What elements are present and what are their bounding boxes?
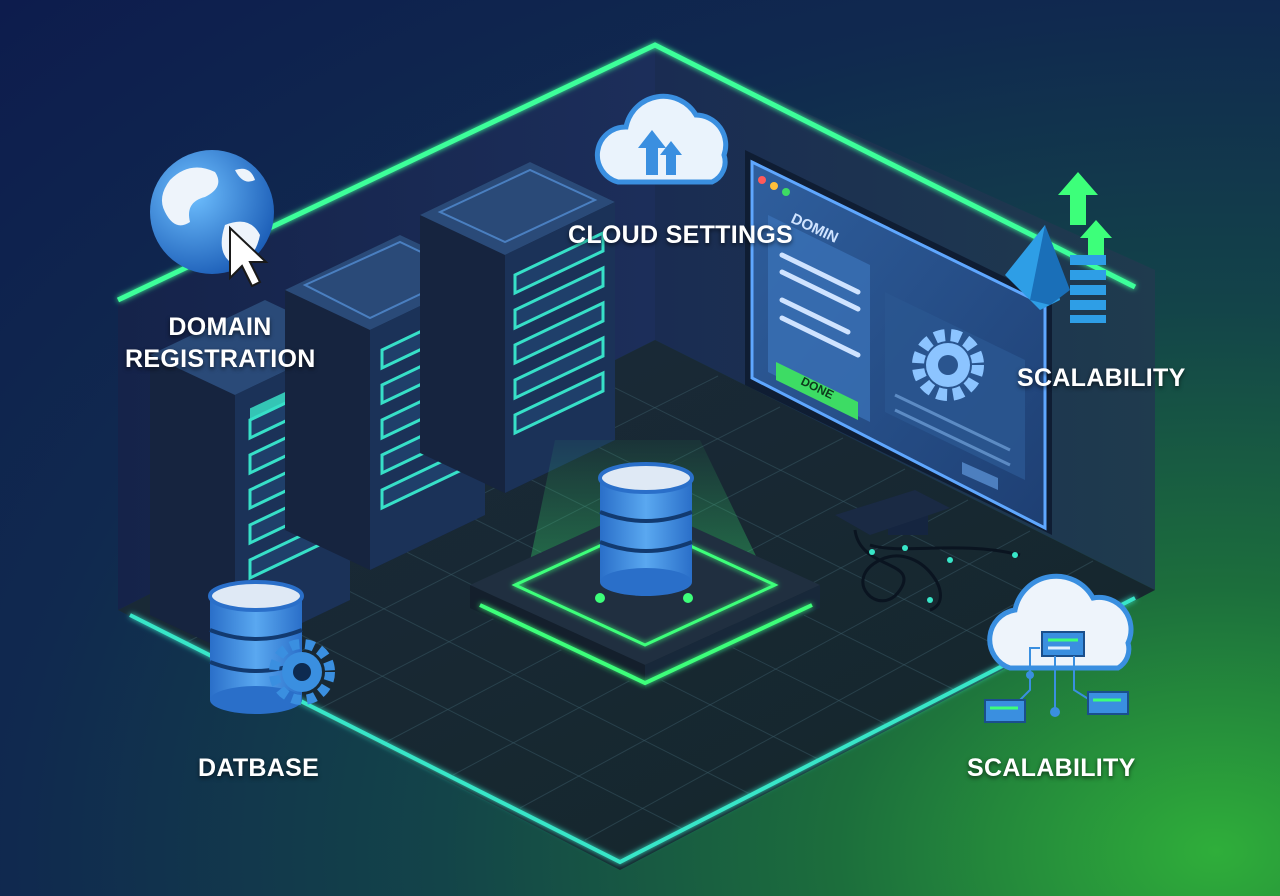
domain-registration-label: DOMAIN REGISTRATION bbox=[125, 311, 315, 375]
server-rack-3 bbox=[420, 162, 615, 493]
cloud-upload-icon bbox=[594, 93, 729, 185]
monitor bbox=[745, 150, 1052, 535]
scalability-label-top: SCALABILITY bbox=[1017, 364, 1186, 392]
database-label: DATBASE bbox=[198, 754, 320, 782]
cloud-settings-label: CLOUD SETTINGS bbox=[568, 221, 794, 249]
neon-outline-top bbox=[116, 42, 1137, 303]
scalability-label-bottom: SCALABILITY bbox=[967, 754, 1136, 782]
domain-label-line1: DOMAIN bbox=[168, 313, 272, 341]
window-close-dot[interactable] bbox=[758, 176, 766, 184]
cables bbox=[853, 529, 1021, 612]
gear-icon bbox=[912, 329, 984, 401]
central-database-icon bbox=[598, 462, 694, 596]
cloud-network-icon bbox=[984, 573, 1134, 723]
window-maximize-dot[interactable] bbox=[782, 188, 790, 196]
monitor-small-button[interactable] bbox=[962, 462, 998, 490]
domain-label-line2: REGISTRATION bbox=[125, 345, 316, 373]
settings-panel bbox=[885, 292, 1025, 480]
database-gear-icon bbox=[208, 580, 335, 714]
scale-up-arrows-icon bbox=[1005, 172, 1112, 323]
window-minimize-dot[interactable] bbox=[770, 182, 778, 190]
cursor-icon bbox=[229, 225, 269, 288]
